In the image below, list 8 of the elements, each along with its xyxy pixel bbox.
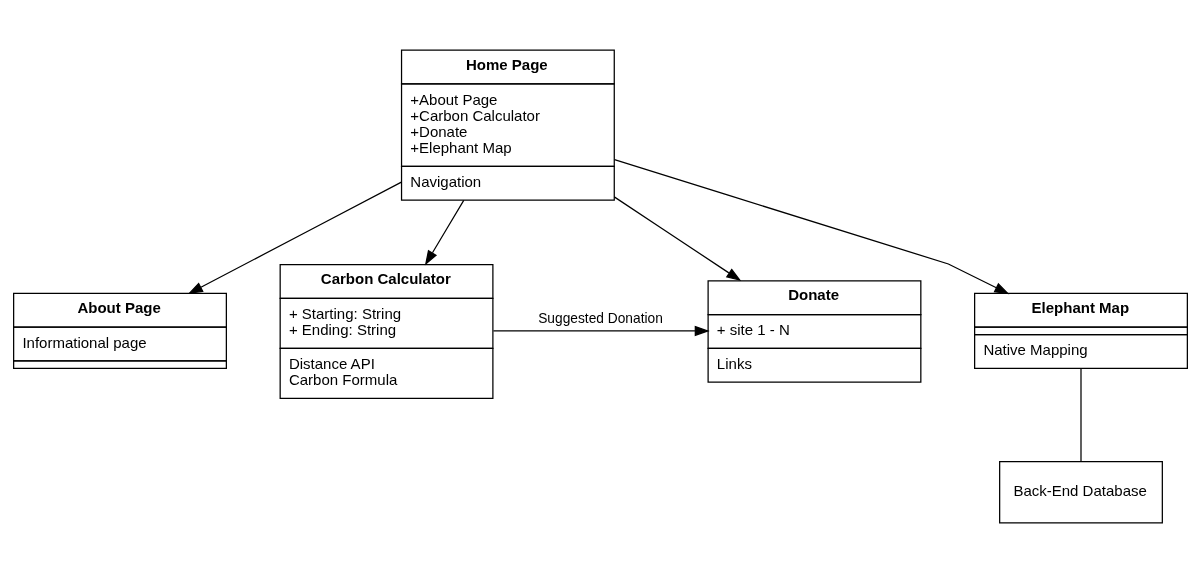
- arrow: [613, 159, 1010, 295]
- arrow: [613, 196, 742, 282]
- connector: [1080, 368, 1082, 462]
- arrow: [492, 325, 710, 337]
- node-box: Back-End Database: [999, 461, 1163, 524]
- edge-label: Suggested Donation: [538, 311, 663, 327]
- arrow: [424, 199, 465, 266]
- arrow: [187, 181, 402, 295]
